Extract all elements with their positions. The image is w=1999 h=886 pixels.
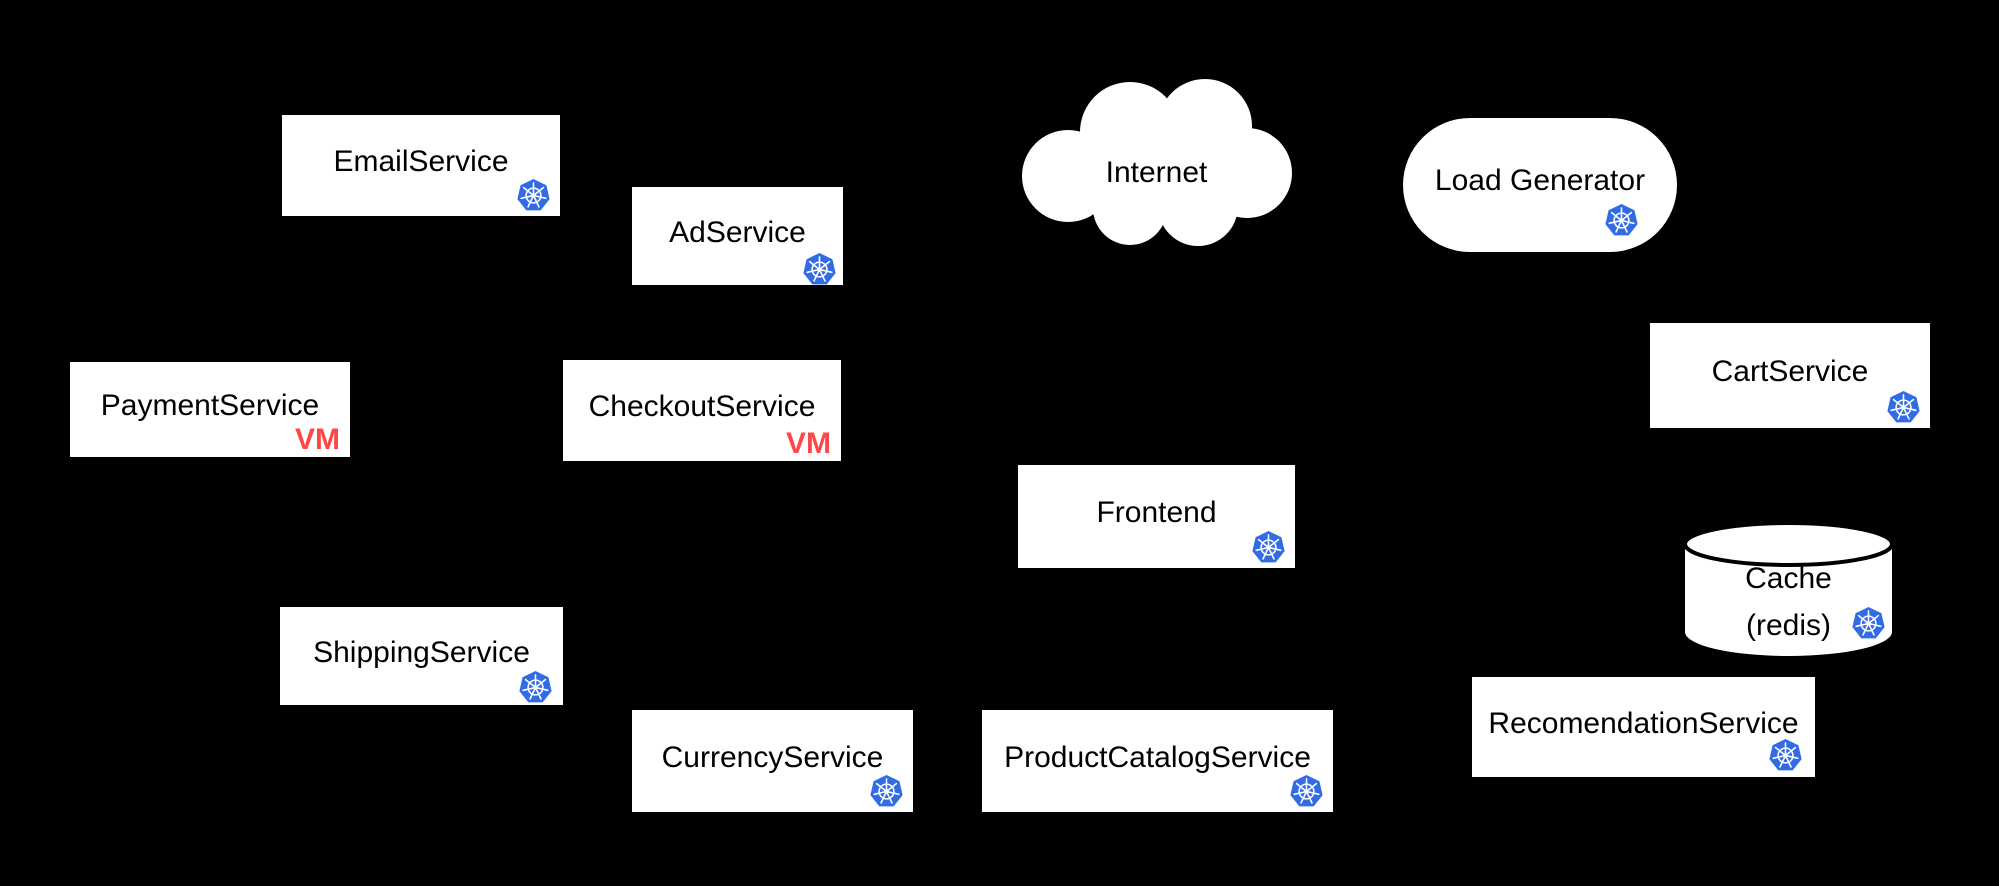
node-label: AdService: [669, 215, 806, 249]
node-frontend: Frontend: [1018, 465, 1295, 568]
node-ad-service: AdService: [632, 187, 843, 285]
node-label: RecomendationService: [1488, 706, 1799, 740]
kubernetes-icon: [1251, 530, 1286, 565]
node-load-generator: Load Generator: [1403, 118, 1677, 252]
vm-badge: VM: [786, 427, 831, 460]
node-label: CurrencyService: [661, 740, 884, 774]
node-shipping-service: ShippingService: [280, 607, 563, 705]
kubernetes-icon: [1886, 390, 1921, 425]
cylinder-text: Cache (redis): [1683, 562, 1894, 642]
kubernetes-icon: [516, 178, 551, 213]
node-label: ProductCatalogService: [1004, 740, 1311, 774]
kubernetes-icon: [869, 774, 904, 809]
cylinder-shape: [1683, 521, 1894, 656]
kubernetes-icon: [802, 252, 837, 287]
node-payment-service: PaymentService VM: [70, 362, 350, 457]
node-label: PaymentService: [100, 389, 320, 422]
kubernetes-icon: [1768, 738, 1803, 773]
node-label: ShippingService: [313, 635, 530, 669]
node-checkout-service: CheckoutService VM: [563, 360, 841, 461]
node-recomendation-service: RecomendationService: [1472, 677, 1815, 777]
node-label-line2: (redis): [1745, 609, 1831, 642]
vm-badge: VM: [295, 423, 340, 456]
node-cart-service: CartService: [1650, 323, 1930, 428]
node-cache-redis: Cache (redis): [1683, 520, 1894, 658]
node-label: CartService: [1711, 355, 1869, 388]
node-email-service: EmailService: [282, 115, 560, 216]
node-label: Load Generator: [1434, 163, 1646, 197]
node-internet: Internet: [1020, 68, 1293, 252]
node-label: CheckoutService: [588, 390, 816, 423]
node-label: EmailService: [333, 145, 509, 178]
node-label: Internet: [1105, 156, 1208, 189]
kubernetes-icon: [518, 670, 553, 705]
cloud-shape: [1022, 79, 1292, 246]
node-label-line1: Cache: [1745, 562, 1832, 595]
kubernetes-icon: [1851, 606, 1886, 641]
node-product-catalog-service: ProductCatalogService: [982, 710, 1333, 812]
kubernetes-icon: [1289, 774, 1324, 809]
node-label: Frontend: [1096, 496, 1217, 529]
kubernetes-icon: [1604, 203, 1639, 238]
node-currency-service: CurrencyService: [632, 710, 913, 812]
